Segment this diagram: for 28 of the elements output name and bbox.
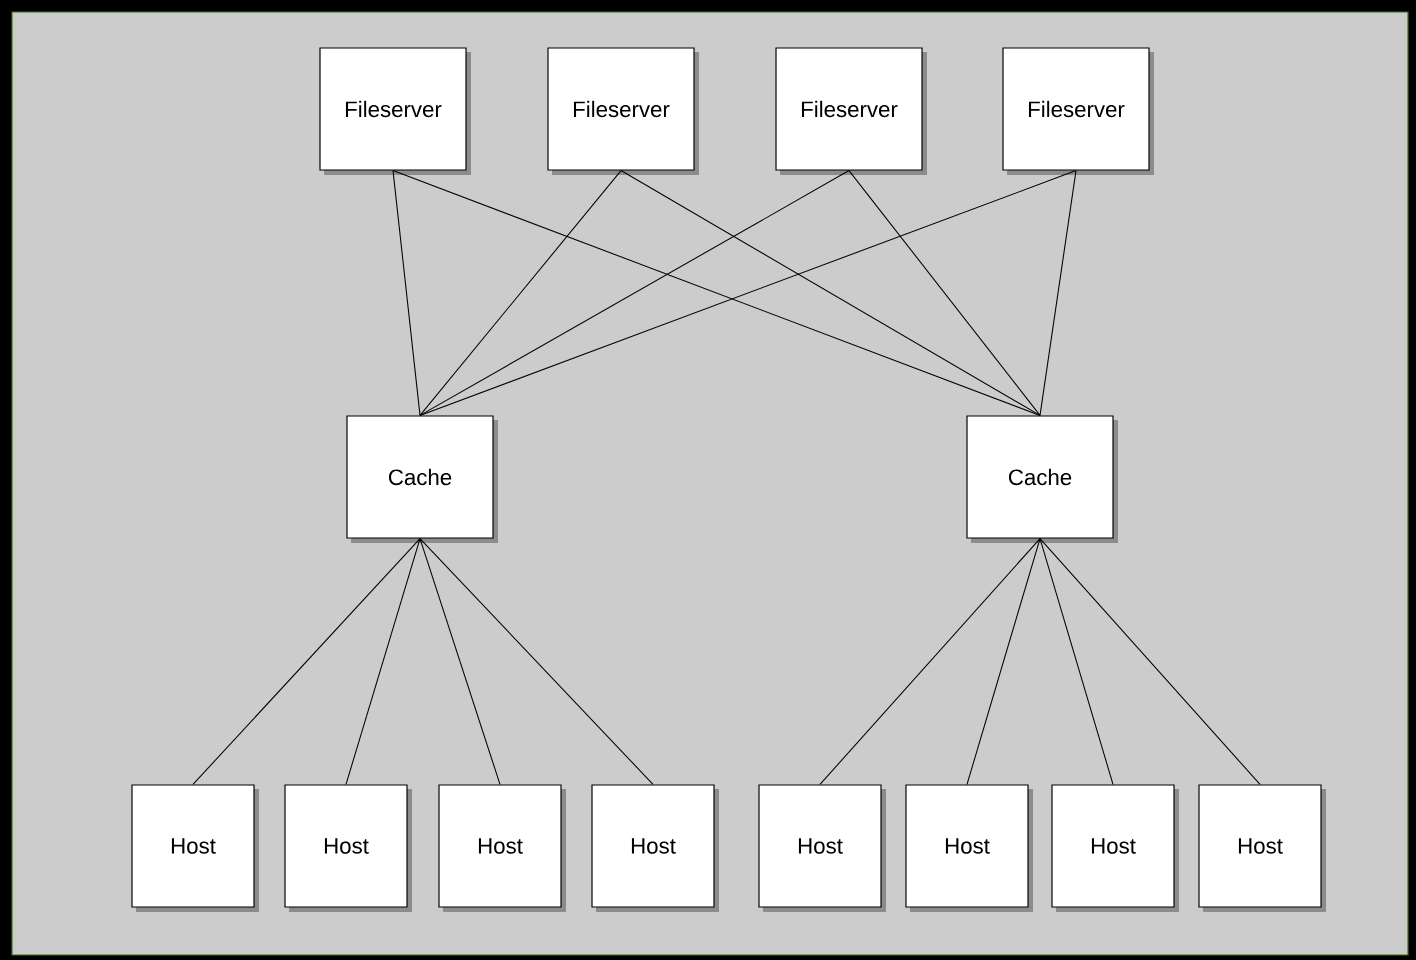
box: Fileserver [775, 47, 927, 175]
box: Host [438, 784, 566, 912]
box: Host [758, 784, 886, 912]
box: Fileserver [547, 47, 699, 175]
connector-line [419, 538, 501, 785]
connector-line [392, 170, 421, 416]
connector-line [192, 538, 421, 785]
connector-line [419, 170, 622, 416]
box: Host [1051, 784, 1179, 912]
connector-line [1039, 538, 1114, 785]
box: Host [284, 784, 412, 912]
box: Host [591, 784, 719, 912]
connector-line [620, 170, 1041, 416]
connector-line [345, 538, 421, 785]
connector-line [848, 170, 1041, 416]
box: Host [131, 784, 259, 912]
connector-line [1039, 170, 1077, 416]
connector-line [1039, 538, 1261, 785]
connector-line [419, 538, 654, 785]
box: Fileserver [319, 47, 471, 175]
box: Host [905, 784, 1033, 912]
box: Fileserver [1002, 47, 1154, 175]
connector-line [419, 170, 850, 416]
box: Cache [346, 415, 498, 543]
connector-line [966, 538, 1041, 785]
box: Host [1198, 784, 1326, 912]
connector-line [819, 538, 1041, 785]
box: Cache [966, 415, 1118, 543]
